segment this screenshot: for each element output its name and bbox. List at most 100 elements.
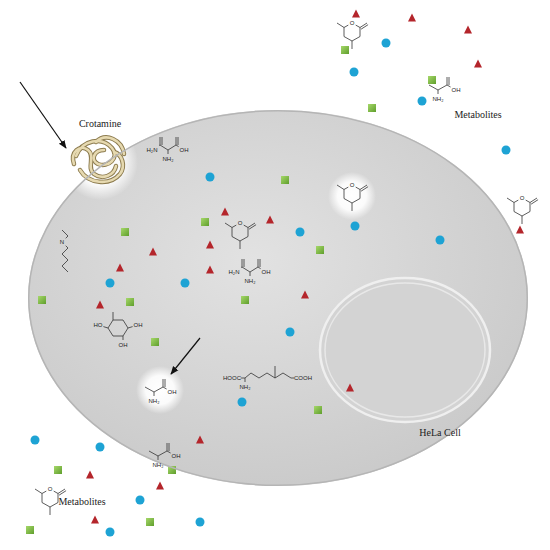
molecule-structure bbox=[159, 137, 179, 154]
atom-label: OH bbox=[134, 322, 143, 328]
bond bbox=[259, 373, 267, 378]
bond bbox=[62, 266, 68, 272]
green-metabolite bbox=[368, 104, 376, 112]
bond bbox=[225, 223, 232, 228]
molecules bbox=[35, 23, 538, 515]
molecule-structure bbox=[337, 23, 368, 49]
red-metabolite bbox=[516, 226, 524, 234]
green-metabolite bbox=[26, 526, 34, 534]
bond bbox=[35, 489, 42, 494]
bond bbox=[244, 225, 248, 227]
bond bbox=[267, 373, 275, 378]
red-metabolite bbox=[301, 291, 309, 299]
region-label: Metabolites bbox=[58, 497, 105, 507]
red-metabolite bbox=[149, 248, 157, 256]
bond bbox=[344, 187, 348, 189]
bond bbox=[429, 85, 438, 90]
atom-label: O bbox=[350, 20, 355, 26]
bond bbox=[145, 387, 154, 392]
bond bbox=[361, 187, 368, 192]
bond bbox=[169, 443, 170, 451]
green-metabolite bbox=[126, 298, 134, 306]
bond bbox=[168, 150, 169, 154]
atom-label: HO bbox=[94, 322, 103, 328]
blue-metabolite bbox=[350, 68, 359, 77]
bond bbox=[62, 260, 68, 266]
cell-outline: HeLa Cell bbox=[28, 110, 528, 486]
atom-label: HOOC bbox=[223, 375, 241, 381]
bond bbox=[531, 200, 538, 205]
atom-label: H₂N bbox=[147, 147, 158, 153]
bond bbox=[248, 223, 255, 228]
bond bbox=[58, 489, 65, 494]
red-metabolite bbox=[408, 14, 416, 22]
red-metabolite bbox=[346, 384, 354, 392]
bond bbox=[167, 443, 168, 451]
red-metabolite bbox=[196, 436, 204, 444]
blue-metabolite bbox=[96, 443, 105, 452]
bond bbox=[360, 190, 361, 199]
bond bbox=[42, 491, 46, 493]
bond bbox=[514, 212, 522, 217]
blue-metabolite bbox=[502, 146, 511, 155]
bond bbox=[356, 187, 360, 189]
blue-metabolite bbox=[181, 279, 190, 288]
atom-label: H₂N bbox=[229, 269, 240, 275]
green-metabolite bbox=[281, 176, 289, 184]
molecule-structure bbox=[149, 443, 171, 460]
bond bbox=[245, 373, 251, 378]
green-metabolite bbox=[121, 228, 129, 236]
bond bbox=[352, 37, 360, 42]
green-metabolite bbox=[316, 246, 324, 254]
bond bbox=[160, 145, 168, 150]
bond bbox=[530, 198, 537, 203]
bond bbox=[250, 267, 258, 272]
bond bbox=[123, 320, 128, 328]
bond bbox=[244, 259, 245, 267]
blue-metabolite bbox=[206, 173, 215, 182]
bond bbox=[248, 228, 249, 237]
bond bbox=[176, 137, 177, 145]
atom-label: OH bbox=[172, 453, 181, 459]
bond bbox=[62, 230, 68, 236]
atom-label: OH bbox=[452, 87, 461, 93]
bond bbox=[178, 137, 179, 145]
green-metabolite bbox=[201, 218, 209, 226]
bond bbox=[258, 267, 261, 269]
bond bbox=[232, 225, 236, 227]
bond bbox=[50, 503, 58, 508]
green-metabolite bbox=[428, 76, 436, 84]
red-metabolite bbox=[266, 216, 274, 224]
atom-label: NH₂ bbox=[433, 96, 444, 102]
cell-membrane bbox=[29, 111, 528, 486]
blue-metabolite bbox=[196, 518, 205, 527]
bond bbox=[526, 200, 530, 202]
bond bbox=[240, 237, 248, 242]
bond bbox=[337, 23, 344, 28]
blue-metabolite bbox=[286, 328, 295, 337]
atom-label: O bbox=[48, 486, 53, 492]
bond bbox=[438, 85, 447, 90]
green-metabolite bbox=[151, 338, 159, 346]
green-metabolite bbox=[314, 406, 322, 414]
crotamine-protein bbox=[73, 138, 124, 182]
bond bbox=[360, 185, 367, 190]
bond bbox=[108, 328, 113, 336]
bond bbox=[154, 387, 163, 392]
bond bbox=[352, 203, 353, 211]
red-metabolite bbox=[206, 266, 214, 274]
red-metabolite bbox=[156, 482, 164, 490]
molecule-structure bbox=[241, 366, 294, 382]
bond bbox=[514, 203, 515, 212]
bond bbox=[240, 241, 241, 249]
cell-body bbox=[28, 110, 528, 486]
bond bbox=[251, 373, 259, 378]
blue-metabolite bbox=[351, 222, 360, 231]
bond bbox=[158, 456, 159, 460]
bond bbox=[344, 37, 352, 42]
protein-ribbon-fill bbox=[96, 138, 124, 154]
green-metabolite bbox=[146, 518, 154, 526]
atom-label: OH bbox=[119, 342, 128, 348]
atom-label: O bbox=[520, 195, 525, 201]
atom-label: COOH bbox=[294, 375, 312, 381]
